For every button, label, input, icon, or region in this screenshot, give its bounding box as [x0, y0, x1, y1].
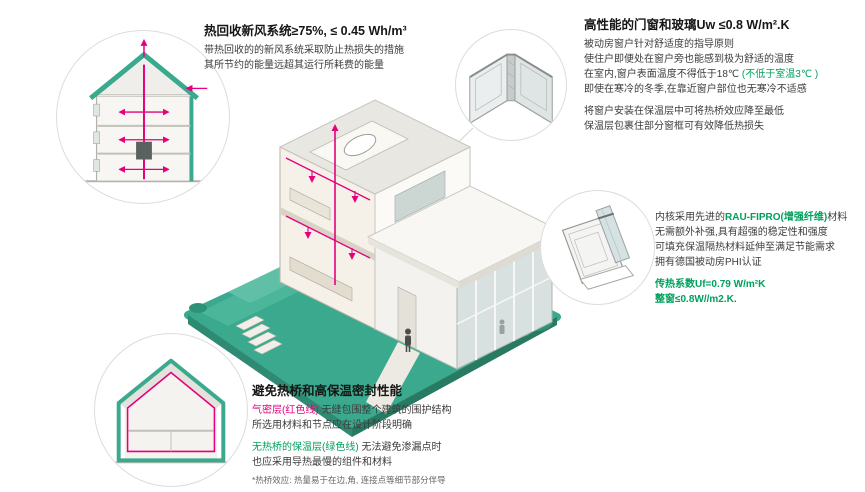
profile-line1-text: 内核采用先进的 — [655, 212, 725, 223]
upper-window — [394, 170, 446, 223]
ventilation-body-line: 其所节约的能量远超其运行所耗费的能量 — [204, 60, 384, 71]
thermal-envelope-detail-circle — [94, 333, 248, 487]
window-sill — [579, 265, 635, 290]
house-glass-wing — [366, 185, 563, 370]
glazing-pane — [595, 205, 631, 264]
windows-body-line: 保温层包裹住部分窗框可有效降低热损失 — [584, 121, 764, 132]
house-section-ventilation-icon — [82, 38, 208, 183]
window-corner-detail-circle — [455, 29, 567, 141]
windows-body-line: 即使在寒冷的冬季,在靠近窗户部位也无寒冷不适感 — [584, 84, 807, 95]
windows-line3-text: 在室内,窗户表面温度不得低于18℃ — [584, 69, 742, 80]
profile-specs-callout: 内核采用先进的RAU-FIPRO(增强纤维)材料 无需额外补强,具有超强的稳定性… — [655, 210, 865, 307]
ventilation-ducts — [285, 124, 371, 285]
profile-line1-text-end: 材料 — [827, 212, 848, 223]
windows-title: 高性能的门窗和玻璃Uw ≤0.8 W/m².K — [584, 18, 790, 32]
bedroom-furniture — [289, 187, 331, 221]
profile-line: 内核采用先进的RAU-FIPRO(增强纤维)材料 — [655, 210, 865, 225]
thermal-body-line: 气密层(红色线) 无缝包围整个建筑的围护结构 — [252, 403, 542, 418]
airtight-layer-label: 气密层(红色线) — [252, 405, 319, 416]
thermal-body-line: 也应采用导热最慢的组件和材料 — [252, 457, 392, 468]
isometric-house-illustration — [184, 99, 563, 437]
profile-line: 拥有德国被动房PHI认证 — [655, 257, 762, 268]
house-section-envelope-icon — [102, 358, 240, 464]
kitchen-counter — [289, 256, 353, 302]
profile-u-value: 传热系数Uf=0.79 W/m²K — [655, 279, 766, 290]
window-profile-detail-circle — [540, 190, 655, 305]
windows-body-line: 将窗户安装在保温层中可将热桥效应降至最低 — [584, 106, 784, 117]
thermal-callout: 避免热桥和高保温密封性能 气密层(红色线) 无缝包围整个建筑的围护结构 所选用材… — [252, 380, 542, 486]
windows-body-line: 被动房窗户针对舒适度的指导原则 — [584, 39, 734, 50]
window-corner-icon — [469, 53, 553, 125]
windows-body-line: 使住户即便处在窗户旁也能感到极为舒适的温度 — [584, 54, 794, 65]
windows-body-line: 在室内,窗户表面温度不得低于18℃ (不低于室温3℃ ) — [584, 67, 864, 82]
heat-recovery-unit — [136, 141, 152, 160]
profile-line: 可填充保温隔热材料延伸至满足节能需求 — [655, 242, 835, 253]
ventilation-callout: 热回收新风系统≥75%, ≤ 0.45 Wh/m³ 带热回收的的新风系统采取防止… — [204, 20, 504, 73]
person-at-door — [405, 328, 411, 352]
windows-line3-green-text: (不低于室温3℃ ) — [741, 69, 819, 80]
profile-line1-green-text: RAU-FIPRO(增强纤维) — [725, 212, 828, 223]
ventilation-body-line: 带热回收的的新风系统采取防止热损失的措施 — [204, 45, 404, 56]
window-profile-icon — [561, 205, 635, 290]
garden-stairs — [235, 315, 283, 355]
insulation-layer-label: 无热桥的保温层(绿色线) — [252, 442, 359, 453]
insulation-layer-green-line — [116, 358, 226, 463]
ventilation-detail-circle — [56, 30, 230, 204]
thermal-line1-text: 无缝包围整个建筑的围护结构 — [318, 405, 452, 416]
person-inside — [499, 319, 505, 334]
ventilation-title: 热回收新风系统≥75%, ≤ 0.45 Wh/m³ — [204, 24, 407, 38]
thermal-title: 避免热桥和高保温密封性能 — [252, 384, 403, 398]
bathtub — [343, 133, 377, 157]
thermal-footnote: *热桥效应: 热量易于在边,角, 连接点等细节部分伴导 — [252, 475, 446, 485]
thermal-line3-text: 无法避免渗漏点时 — [358, 442, 442, 453]
profile-window-u-value: 整窗≤0.8W//m2.K. — [655, 294, 737, 305]
airtight-layer-red-line — [126, 371, 216, 453]
windows-callout: 高性能的门窗和玻璃Uw ≤0.8 W/m².K 被动房窗户针对舒适度的指导原则 … — [584, 14, 864, 134]
thermal-body-line: 所选用材料和节点应在设计阶段明确 — [252, 420, 412, 431]
thermal-body-line: 无热桥的保温层(绿色线) 无法避免渗漏点时 — [252, 440, 542, 455]
profile-line: 无需额外补强,具有超强的稳定性和强度 — [655, 227, 828, 238]
garden-path — [366, 342, 420, 414]
